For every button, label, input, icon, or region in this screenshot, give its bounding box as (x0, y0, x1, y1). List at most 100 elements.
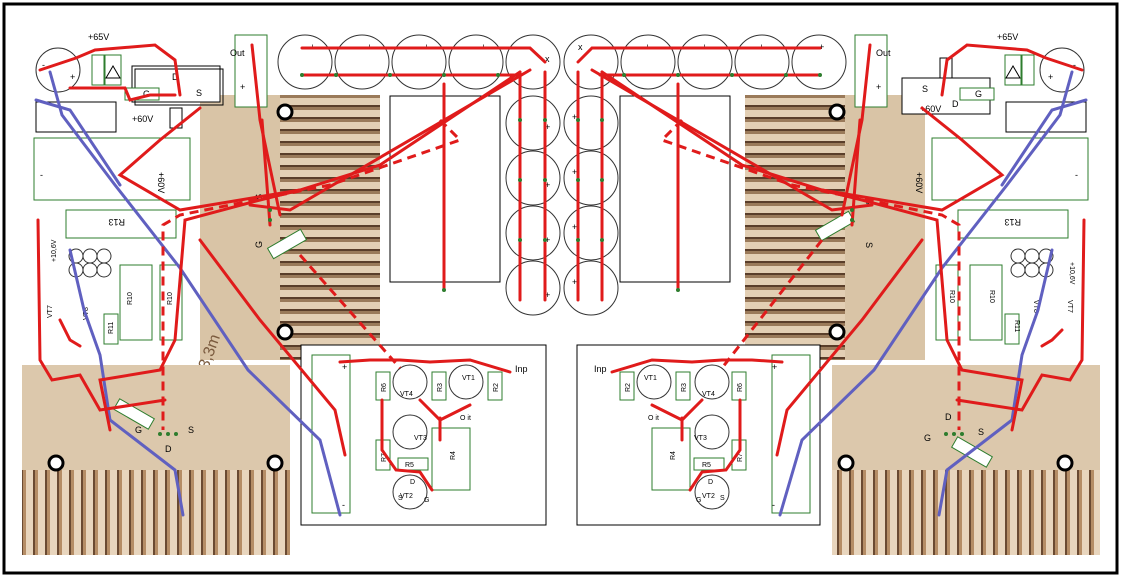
label-d: D (410, 479, 415, 486)
label-vt4: VT4 (702, 391, 715, 398)
label-d: D (165, 444, 172, 454)
label-d: D (945, 412, 952, 422)
label-plus: + (545, 122, 550, 132)
heatsink-right-bottom (832, 365, 1100, 555)
label-inp: Inp (594, 364, 607, 374)
label-v60: +60V (132, 114, 153, 124)
label-r3: R3 (437, 383, 444, 392)
label-r5: R5 (702, 462, 711, 469)
label-s: S (720, 495, 725, 502)
label-vt8: VT8 (1032, 300, 1039, 313)
label-r10: R10 (127, 292, 134, 305)
label-minus: - (1075, 170, 1078, 180)
label-v60r: +60V (914, 172, 924, 193)
label-minus: - (342, 500, 345, 510)
right-power-section: + - +65V S D G +60V - +60V Out + R13 +10… (814, 32, 1089, 468)
label-r11: R11 (1013, 320, 1020, 332)
label-out: Out (876, 48, 891, 58)
label-plus: + (545, 290, 550, 300)
label-s: S (188, 425, 194, 435)
label-v106: +10,6V (51, 239, 58, 262)
label-r13: R13 (1004, 217, 1021, 227)
label-plus: + (70, 72, 75, 82)
label-g: G (143, 89, 150, 99)
label-plus: + (572, 112, 577, 122)
label-r6: R6 (381, 383, 388, 392)
label-vt3: VT3 (694, 435, 707, 442)
label-g: G (696, 497, 701, 504)
label-plus: + (1048, 72, 1053, 82)
driver-board-right: + - R2 R3 R6 VT1 VT4 Inp VT3 O it R7 R5 … (576, 344, 821, 526)
label-g: G (135, 425, 142, 435)
label-r10: R10 (948, 290, 955, 303)
label-plus: + (572, 277, 577, 287)
label-vt4: VT4 (400, 391, 413, 398)
transformer-pad-right (619, 95, 731, 283)
dashed-links (161, 118, 961, 430)
label-vt1: VT1 (462, 375, 475, 382)
label-r11: R11 (108, 322, 115, 334)
heatsink-left-top: 3,3m (196, 95, 380, 371)
label-r7: R7 (381, 453, 388, 462)
label-r2: R2 (493, 383, 500, 392)
label-v60: +60V (920, 104, 941, 114)
label-plus: + (240, 82, 245, 92)
label-r2: R2 (625, 383, 632, 392)
label-s: S (398, 495, 403, 502)
label-x: x (545, 54, 550, 64)
power-traces (36, 43, 1086, 492)
label-oit: O it (460, 415, 471, 422)
label-r4: R4 (450, 451, 457, 460)
label-oit: O it (648, 415, 659, 422)
label-vt7: VT7 (1066, 300, 1073, 313)
label-r13: R13 (108, 217, 125, 227)
label-s: S (922, 84, 928, 94)
label-inp: Inp (515, 364, 528, 374)
label-r10: R10 (988, 290, 995, 303)
label-g: G (975, 89, 982, 99)
label-vt2: VT2 (400, 493, 413, 500)
label-v65: +65V (997, 32, 1018, 42)
label-d: D (708, 479, 713, 486)
label-minus: - (42, 60, 45, 70)
heatsink-left-bottom (22, 365, 290, 555)
label-r3: R3 (681, 383, 688, 392)
label-r6: R6 (737, 383, 744, 392)
label-vt1: VT1 (644, 375, 657, 382)
label-s: S (196, 88, 202, 98)
label-plus: + (545, 180, 550, 190)
label-vt7: VT7 (47, 305, 54, 318)
label-v65: +65V (88, 32, 109, 42)
pads (158, 73, 964, 436)
label-plus: + (342, 362, 347, 372)
label-r5: R5 (405, 462, 414, 469)
label-x: x (578, 42, 583, 52)
cap-row-left (277, 34, 561, 90)
label-minus: - (772, 500, 775, 510)
label-v106: +10,6V (1068, 262, 1075, 285)
label-vt2: VT2 (702, 493, 715, 500)
label-r10: R10 (167, 292, 174, 305)
label-g: G (924, 433, 931, 443)
label-s: S (978, 427, 984, 437)
label-plus: + (819, 42, 824, 52)
label-v60r: +60V (156, 172, 166, 193)
label-plus: + (545, 235, 550, 245)
label-vt3: VT3 (414, 435, 427, 442)
label-out: Out (230, 48, 245, 58)
label-s: S (864, 242, 874, 248)
label-plus: + (772, 362, 777, 372)
left-power-section: - + +65V G D S +60V - +60V Out + R13 +10… (33, 32, 308, 454)
label-plus: + (572, 222, 577, 232)
label-minus: - (40, 170, 43, 180)
label-g: G (424, 497, 429, 504)
label-g: G (254, 241, 264, 248)
label-r7: R7 (737, 453, 744, 462)
label-minus: - (1073, 60, 1076, 70)
label-r4: R4 (670, 451, 677, 460)
label-plus: + (876, 82, 881, 92)
label-d: D (172, 72, 179, 82)
label-plus: + (572, 167, 577, 177)
label-d: D (952, 99, 959, 109)
